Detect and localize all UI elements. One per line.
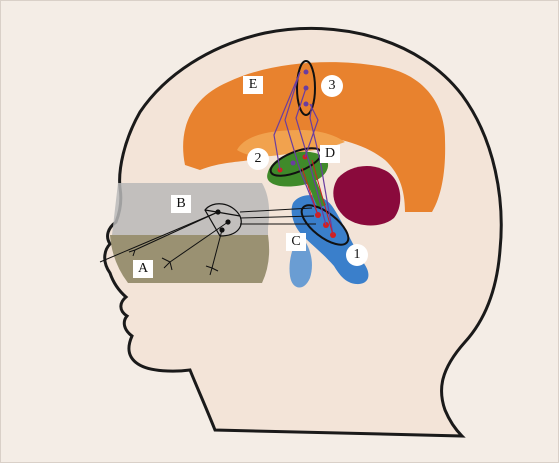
label-region-c: C [286,233,306,251]
label-region-e: E [243,76,263,94]
label-region-a: A [133,260,153,278]
label-region-b: B [171,195,191,213]
label-region-d: D [320,145,340,163]
label-number-2: 2 [247,148,269,170]
label-number-3: 3 [321,75,343,97]
label-number-1: 1 [346,244,368,266]
